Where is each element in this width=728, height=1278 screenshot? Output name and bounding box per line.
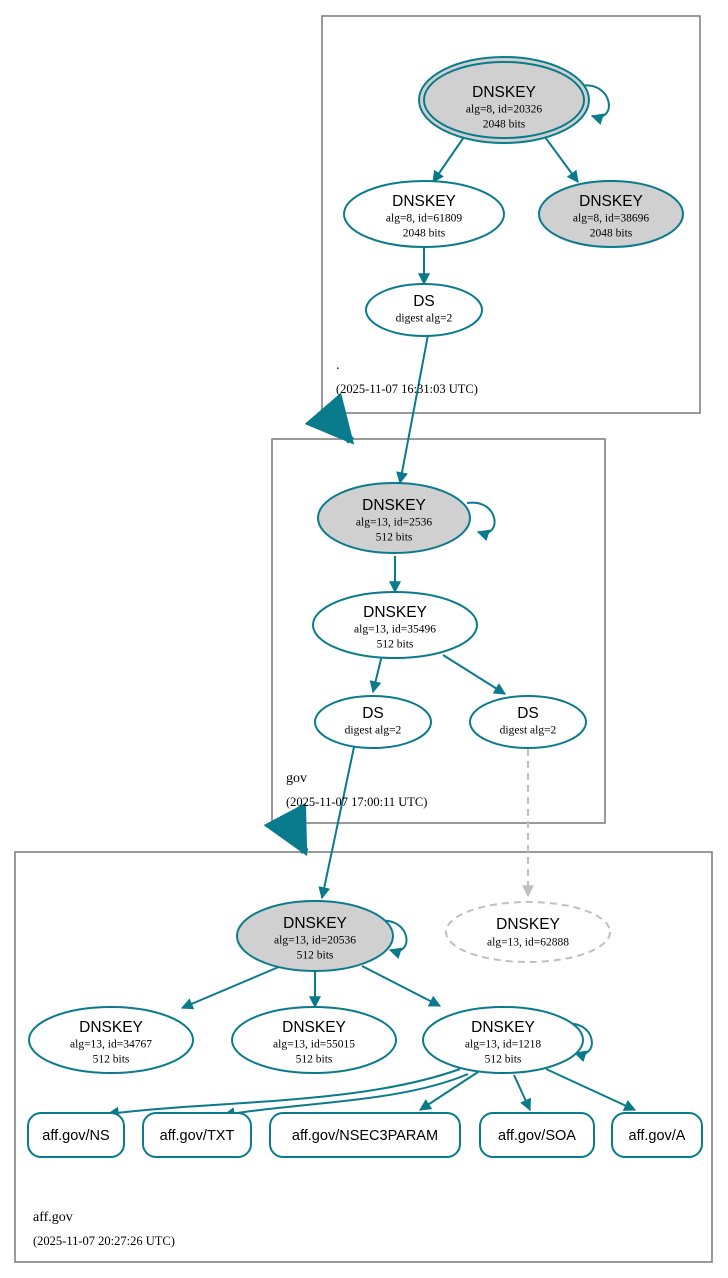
edge-affgov-ksk-to-zsk34767 [180,965,282,1010]
zone-label-affgov: aff.gov [33,1210,73,1225]
node-root-dnskey-61809[interactable]: DNSKEY alg=8, id=61809 2048 bits [343,180,505,248]
node-line2: alg=13, id=35496 [354,624,436,636]
edge-affgov-zsk1218-to-nsec3param [418,1071,479,1111]
edge-affgov-zsk1218-to-ns [106,1068,461,1119]
node-line2: alg=8, id=61809 [386,213,462,225]
node-title: DNSKEY [283,915,347,932]
edge-delegation-gov-to-affgov [263,802,309,857]
node-line2: alg=13, id=55015 [273,1039,355,1051]
node-root-ds-gov[interactable]: DS digest alg=2 [365,283,483,337]
node-line2: alg=13, id=1218 [465,1039,541,1051]
node-line2: digest alg=2 [500,725,557,737]
edge-selfsign-affgov-ksk [377,919,408,959]
edge-gov-zsk-to-ds-b [442,654,507,695]
edge-root-ksk-to-zsk61809 [432,136,465,183]
node-affgov-dnskey-55015[interactable]: DNSKEY alg=13, id=55015 512 bits [231,1006,397,1074]
node-title: DNSKEY [579,193,643,210]
node-affgov-dnskey-1218[interactable]: DNSKEY alg=13, id=1218 512 bits [422,1006,584,1074]
node-line3: 2048 bits [483,119,526,131]
edge-selfsign-root-ksk [579,84,610,125]
node-title: DNSKEY [472,84,536,101]
node-line3: 512 bits [93,1054,130,1066]
node-line3: 512 bits [297,950,334,962]
node-line3: 512 bits [296,1054,333,1066]
zone-timestamp-root: (2025-11-07 16:31:03 UTC) [336,382,478,396]
edge-affgov-zsk1218-to-soa [513,1074,531,1112]
node-affgov-dnskey-62888[interactable]: DNSKEY alg=13, id=62888 [445,901,611,963]
edge-delegation-root-to-gov [304,392,355,445]
node-affgov-dnskey-20536[interactable]: DNSKEY alg=13, id=20536 512 bits [236,900,394,972]
edge-gov-zsk-to-ds-a [369,654,383,694]
node-line2: alg=13, id=2536 [356,517,432,529]
edge-root-ds-to-gov-ksk [396,334,429,485]
node-gov-ds-affgov-b[interactable]: DS digest alg=2 [469,695,587,749]
rrset-label: aff.gov/NS [42,1128,109,1144]
node-line3: 2048 bits [590,228,633,240]
edge-gov-ds-to-affgov-ksk [318,746,355,900]
node-line2: alg=13, id=62888 [487,937,569,949]
node-title: DNSKEY [282,1019,346,1036]
edge-selfsign-gov-ksk [466,501,496,541]
node-gov-dnskey-2536[interactable]: DNSKEY alg=13, id=2536 512 bits [317,482,471,554]
node-title: DNSKEY [392,193,456,210]
rrset-aff-gov-soa[interactable]: aff.gov/SOA [479,1112,595,1158]
node-affgov-dnskey-34767[interactable]: DNSKEY alg=13, id=34767 512 bits [28,1006,194,1074]
node-title: DS [517,705,539,722]
node-line3: 512 bits [376,532,413,544]
rrset-aff-gov-a[interactable]: aff.gov/A [611,1112,703,1158]
node-root-dnskey-38696[interactable]: DNSKEY alg=8, id=38696 2048 bits [538,180,684,248]
node-title: DS [362,705,384,722]
node-root-dnskey-20326[interactable]: DNSKEY alg=8, id=20326 2048 bits [418,56,590,144]
node-line3: 2048 bits [403,228,446,240]
node-gov-dnskey-35496[interactable]: DNSKEY alg=13, id=35496 512 bits [312,591,478,659]
edge-root-ksk-to-zsk38696 [544,136,579,183]
node-title: DNSKEY [79,1019,143,1036]
rrset-label: aff.gov/SOA [498,1128,576,1144]
zone-label-root: . [336,358,340,373]
node-line2: digest alg=2 [396,313,453,325]
edge-affgov-zsk1218-to-a [545,1068,637,1111]
rrset-aff-gov-txt[interactable]: aff.gov/TXT [142,1112,252,1158]
edge-affgov-ksk-to-zsk1218 [361,965,442,1007]
rrset-label: aff.gov/NSEC3PARAM [292,1128,438,1144]
node-line3: 512 bits [377,639,414,651]
node-title: DNSKEY [471,1019,535,1036]
node-line2: alg=8, id=38696 [573,213,649,225]
zone-label-gov: gov [286,771,307,786]
node-title: DNSKEY [363,604,427,621]
node-line2: digest alg=2 [345,725,402,737]
rrset-label: aff.gov/TXT [160,1128,235,1144]
node-title: DNSKEY [362,497,426,514]
rrset-label: aff.gov/A [629,1128,686,1144]
rrset-aff-gov-ns[interactable]: aff.gov/NS [27,1112,125,1158]
node-title: DNSKEY [496,916,560,933]
node-line2: alg=13, id=20536 [274,935,356,947]
node-line2: alg=13, id=34767 [70,1039,152,1051]
node-title: DS [413,293,435,310]
zone-timestamp-gov: (2025-11-07 17:00:11 UTC) [286,795,427,809]
node-line3: 512 bits [485,1054,522,1066]
edge-affgov-zsk1218-to-txt [222,1073,469,1120]
rrset-aff-gov-nsec3param[interactable]: aff.gov/NSEC3PARAM [269,1112,461,1158]
zone-timestamp-affgov: (2025-11-07 20:27:26 UTC) [33,1234,175,1248]
node-line2: alg=8, id=20326 [466,104,542,116]
node-gov-ds-affgov-a[interactable]: DS digest alg=2 [314,695,432,749]
